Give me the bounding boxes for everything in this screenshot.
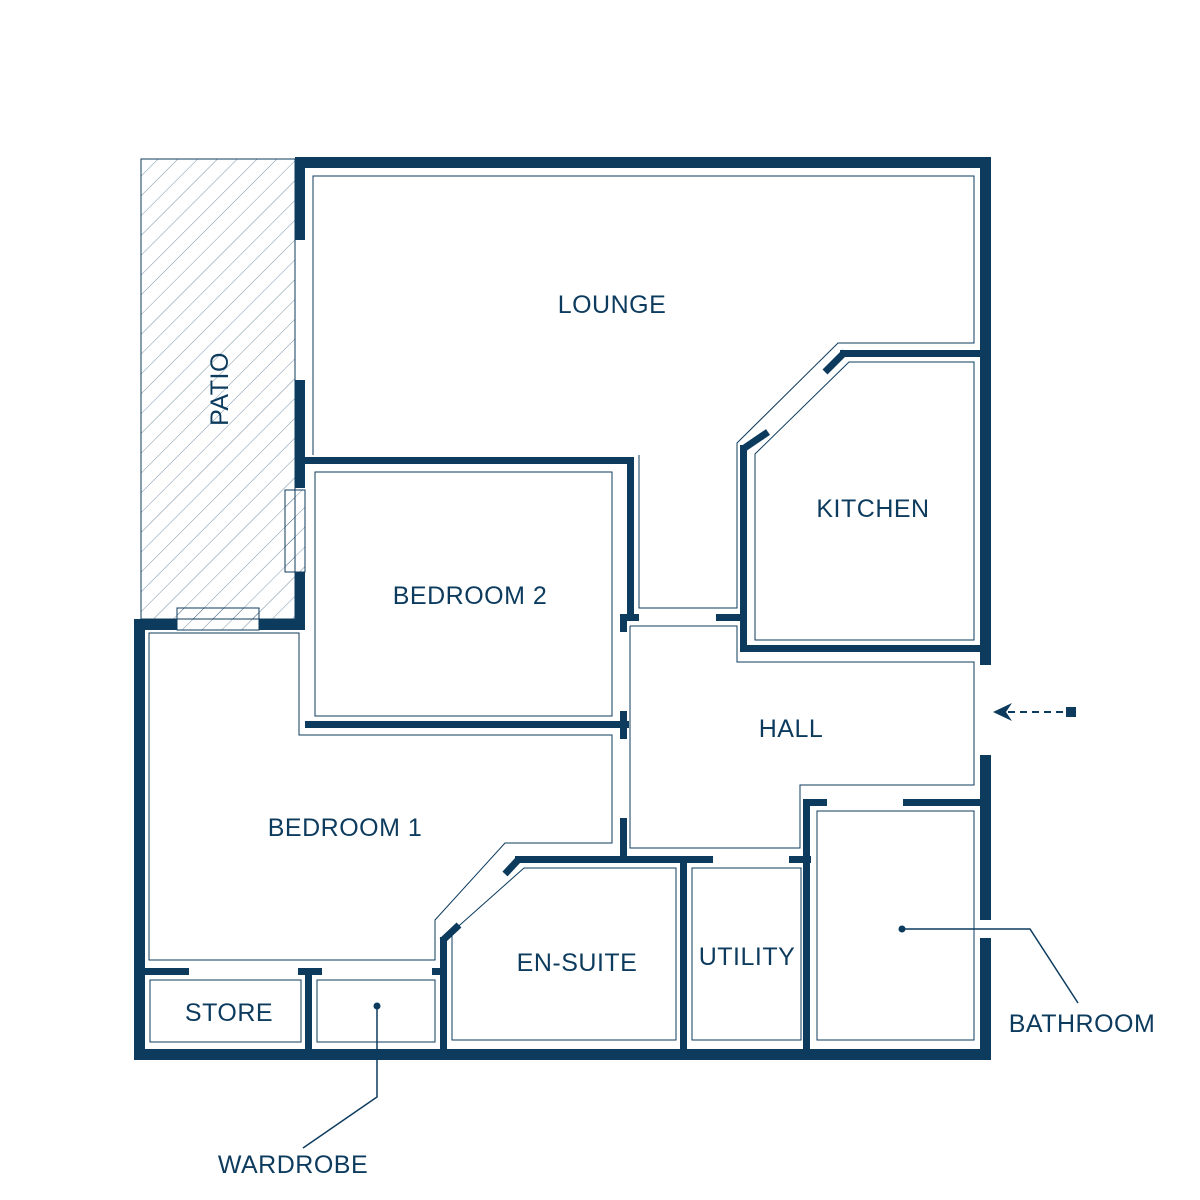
room-label-utility: UTILITY [699,943,796,971]
room-label-wardrobe: WARDROBE [218,1151,368,1179]
outer-walls [134,157,991,1060]
entrance-arrow-icon [993,703,1076,721]
room-label-store: STORE [185,999,273,1027]
room-label-patio: PATIO [206,352,234,426]
room-label-en-suite: EN-SUITE [517,949,638,977]
room-label-hall: HALL [759,715,824,743]
interior-walls [145,349,985,1052]
room-label-bedroom-2: BEDROOM 2 [393,582,548,610]
room-label-bathroom: BATHROOM [1009,1010,1156,1038]
room-label-kitchen: KITCHEN [816,495,929,523]
wardrobe-leader [302,1002,381,1149]
patio-windows [176,489,306,631]
room-outlines [148,175,975,1043]
bathroom-leader [898,925,1079,1004]
room-label-bedroom-1: BEDROOM 1 [268,814,423,842]
patio-area [140,158,296,620]
room-label-lounge: LOUNGE [558,291,667,319]
